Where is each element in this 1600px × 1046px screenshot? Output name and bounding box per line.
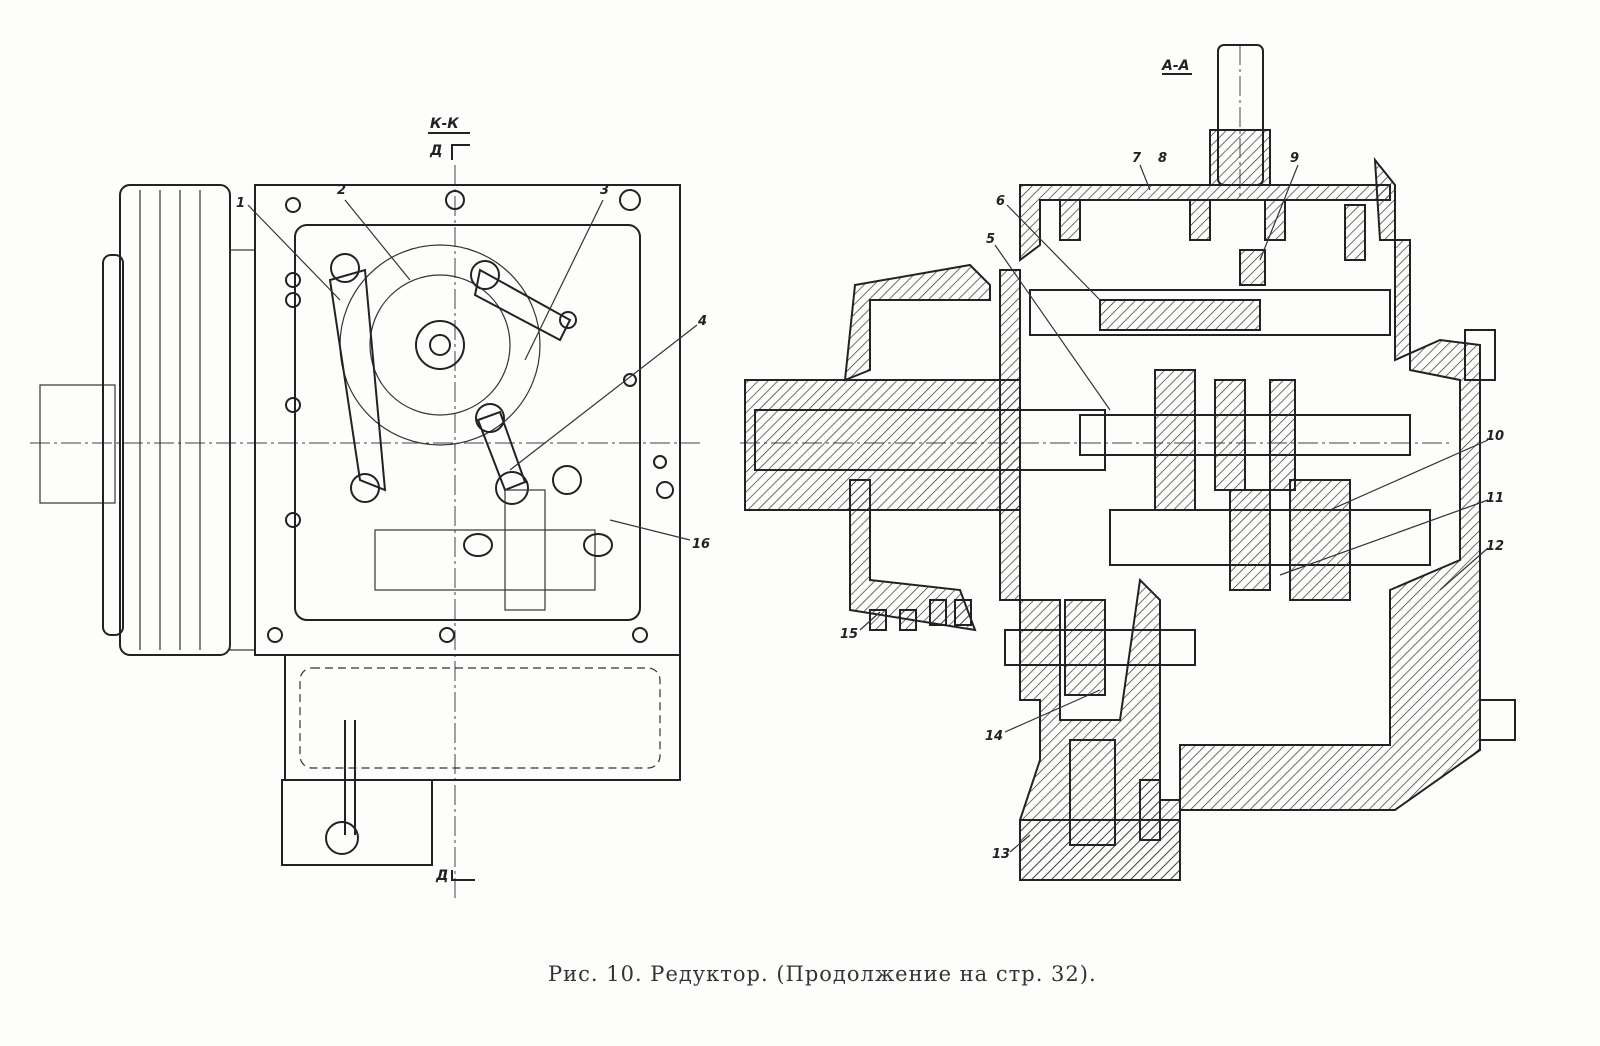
view-label-bottom: Д [435, 868, 448, 884]
callout-15: 15 [840, 627, 858, 642]
pulley-housing [843, 263, 991, 382]
callout-10: 10 [1486, 429, 1504, 444]
callout-3: 3 [600, 183, 609, 198]
callout-2: 2 [337, 183, 346, 198]
lower-housing-13 [999, 269, 1181, 881]
figure-caption: Рис. 10. Редуктор. (Продолжение на стр. … [548, 962, 1097, 986]
lower-housing [284, 654, 681, 781]
callout-12: 12 [1486, 539, 1504, 554]
bolts [267, 189, 674, 643]
section-label-a-a: А-А [1161, 58, 1189, 74]
lever-1 [328, 268, 387, 492]
housing [254, 184, 681, 656]
callout-7: 7 [1132, 151, 1142, 166]
callout-4: 4 [697, 314, 707, 329]
callout-14: 14 [985, 729, 1003, 744]
callout-8: 8 [1158, 151, 1167, 166]
callout-5: 5 [986, 232, 995, 247]
callout-16: 16 [692, 537, 710, 552]
gear-teeth [869, 199, 1366, 631]
left-view-k-k [30, 132, 700, 900]
input-shaft [754, 409, 1106, 471]
section-label-k-k: К-К [430, 116, 459, 132]
callout-6: 6 [996, 194, 1005, 209]
callout-1: 1 [236, 196, 245, 211]
foot [281, 779, 433, 866]
callout-11: 11 [1486, 491, 1504, 506]
right-view-a-a [740, 44, 1516, 881]
input-shaft-stub [39, 384, 116, 504]
inner-cavity [294, 224, 641, 621]
view-label-top: Д [429, 143, 442, 159]
upper-shaft [1029, 289, 1391, 336]
v-belt-pulley [102, 184, 256, 656]
lever-4 [476, 410, 527, 492]
callout-13: 13 [992, 847, 1010, 862]
callout-9: 9 [1290, 151, 1299, 166]
